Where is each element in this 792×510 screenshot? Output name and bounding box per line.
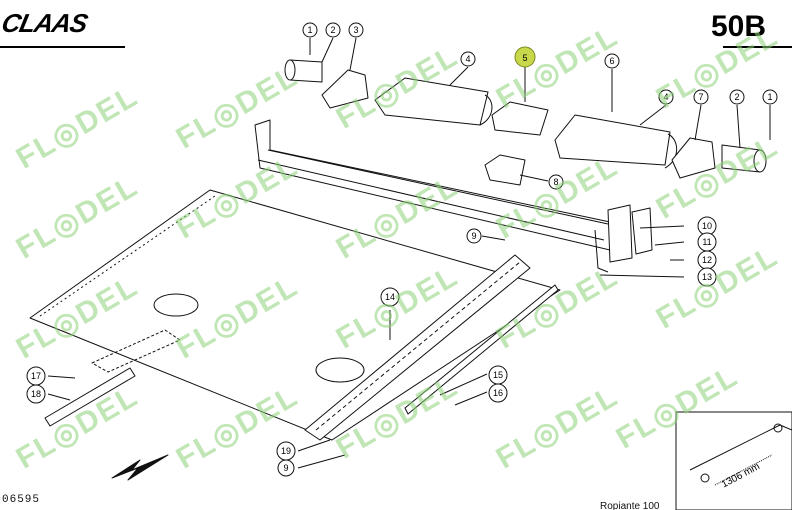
callout-5-highlight xyxy=(514,46,536,68)
block-8 xyxy=(484,154,526,186)
callout-15-label: 15 xyxy=(493,370,503,380)
callout-4-left-label: 4 xyxy=(465,54,470,64)
callout-16-label: 16 xyxy=(493,388,503,398)
center-beam xyxy=(304,254,531,441)
callout-3-label: 3 xyxy=(353,25,358,35)
callout-9-top-label: 9 xyxy=(471,231,476,241)
callout-18-label: 18 xyxy=(31,389,41,399)
header-rule-left xyxy=(0,46,125,48)
callout-7-label: 7 xyxy=(698,92,703,102)
callout-13-label: 13 xyxy=(702,272,712,282)
callout-19-label: 19 xyxy=(281,446,291,456)
callout-10-label: 10 xyxy=(702,221,712,231)
left-bar xyxy=(44,367,136,427)
document-number: 06595 xyxy=(2,494,41,506)
callout-1-left-label: 1 xyxy=(307,25,312,35)
direction-arrow xyxy=(111,454,169,481)
callout-2-left-label: 2 xyxy=(330,25,335,35)
plate-hole-left xyxy=(153,293,199,317)
side-plate-11 xyxy=(631,207,653,255)
callout-1-right-label: 1 xyxy=(767,92,772,102)
callout-17-label: 17 xyxy=(31,371,41,381)
callout-5-label: 5 xyxy=(522,53,527,63)
callout-2-right-label: 2 xyxy=(734,92,739,102)
callout-18 xyxy=(26,384,46,404)
detail-inset-frame xyxy=(675,411,792,510)
callout-9-bottom xyxy=(277,459,295,477)
callout-4-right xyxy=(658,89,674,105)
floor-plate xyxy=(29,189,561,441)
callout-1-left xyxy=(302,22,318,38)
callout-4-left xyxy=(460,51,476,67)
plate-hole-right xyxy=(315,357,365,383)
cover-left xyxy=(374,77,489,126)
side-plate-10 xyxy=(607,204,633,263)
callout-8 xyxy=(548,174,564,190)
callout-2-right xyxy=(729,89,745,105)
page-code: 50B xyxy=(710,10,766,43)
cover-right xyxy=(554,114,671,166)
callout-11-label: 11 xyxy=(702,237,711,247)
callout-12-label: 12 xyxy=(702,255,712,265)
footer-note: Ropiante 100 xyxy=(600,501,660,510)
callout-6 xyxy=(604,53,620,69)
callout-13 xyxy=(697,267,717,287)
side-strip xyxy=(404,284,559,415)
callout-1-right xyxy=(762,89,778,105)
callout-2-left xyxy=(325,22,341,38)
callout-4-right-label: 4 xyxy=(663,92,668,102)
callout-16 xyxy=(488,383,508,403)
bracket-3 xyxy=(321,69,369,109)
cover-center xyxy=(491,101,549,136)
callout-7 xyxy=(693,89,709,105)
callout-9-top xyxy=(466,228,482,244)
callout-8-label: 8 xyxy=(553,177,558,187)
callout-3 xyxy=(348,22,364,38)
callout-6-label: 6 xyxy=(609,56,614,66)
callout-14-label: 14 xyxy=(385,292,395,302)
bracket-7 xyxy=(671,137,716,179)
callout-14 xyxy=(380,287,400,307)
header-rule-right xyxy=(723,46,792,48)
callout-9-bottom-label: 9 xyxy=(283,463,288,473)
